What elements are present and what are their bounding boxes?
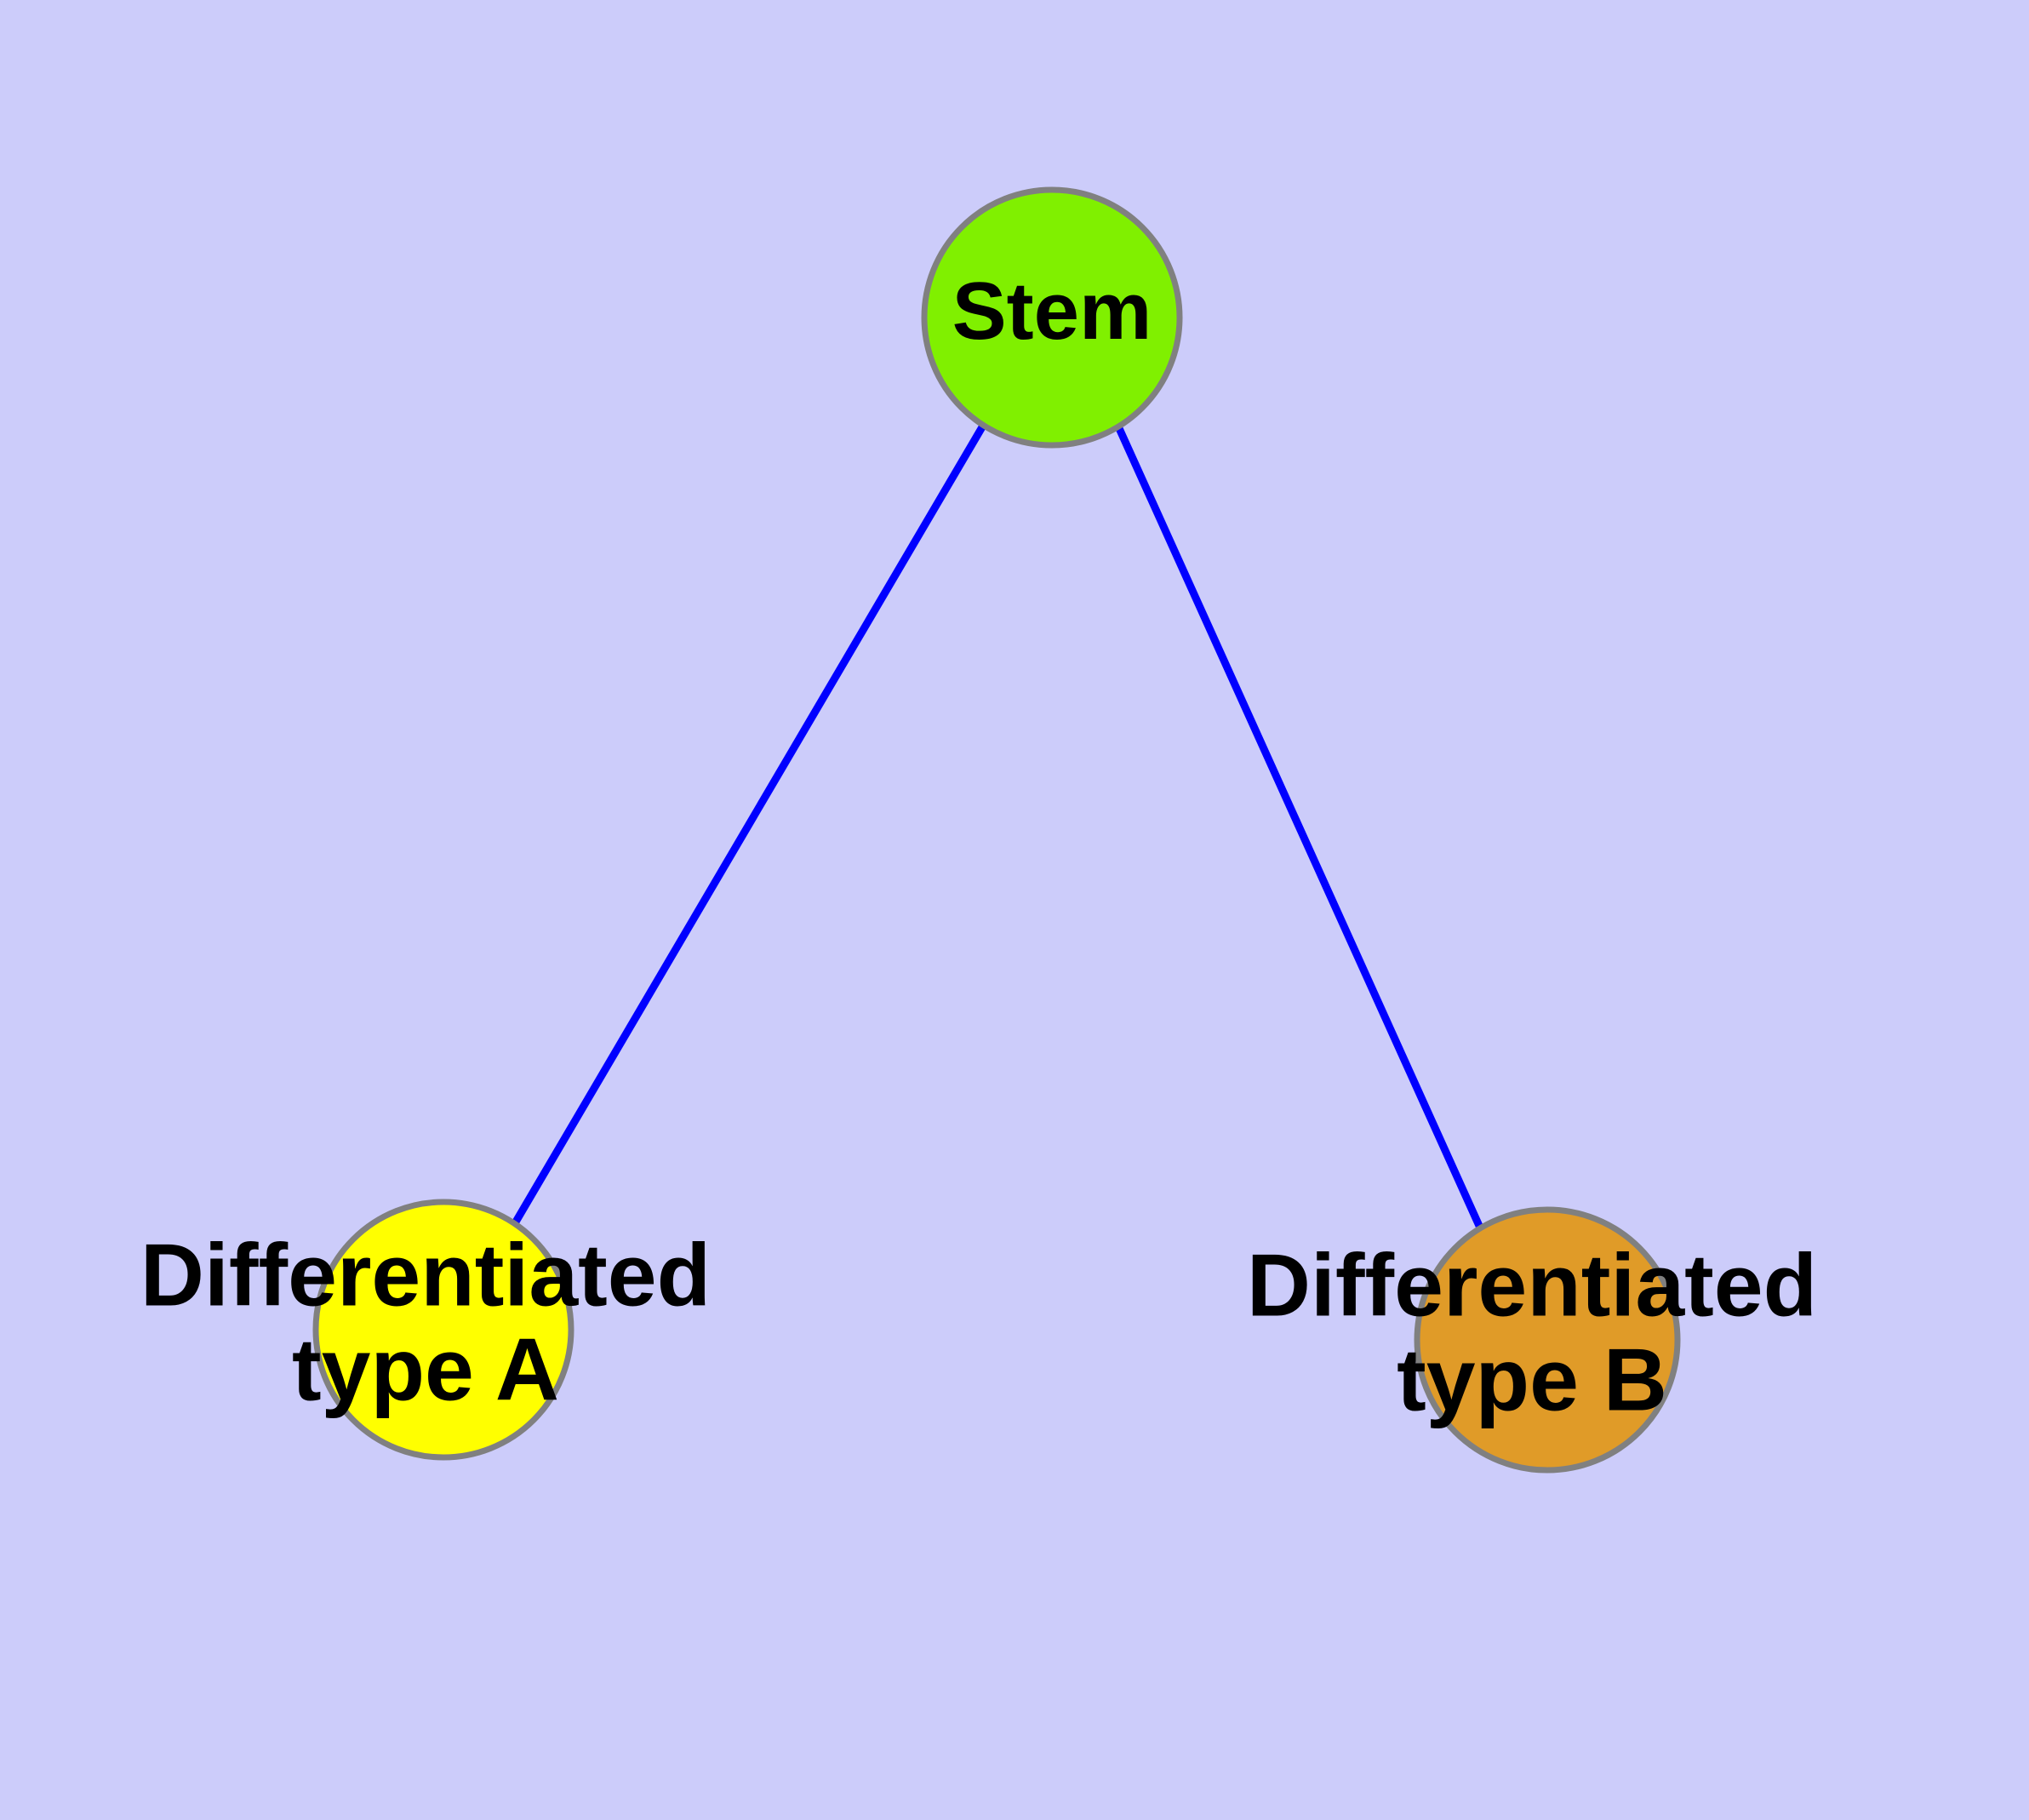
label-line: type B — [1397, 1331, 1667, 1430]
label-line: Differentiated — [140, 1227, 711, 1325]
label-line: Stem — [952, 266, 1152, 357]
label-line: type A — [292, 1321, 559, 1420]
edge-layer — [512, 423, 1483, 1228]
differentiated-type-a-node-circle[interactable] — [312, 1199, 574, 1461]
node-stem[interactable] — [921, 186, 1183, 449]
stem-node-circle[interactable] — [921, 186, 1183, 449]
differentiated-type-b-node-circle[interactable] — [1414, 1206, 1681, 1474]
node-differentiated-type-a[interactable] — [312, 1199, 574, 1461]
label-line: Differentiated — [1247, 1237, 1817, 1336]
edge-stem-to-differentiated-type-b[interactable] — [1114, 425, 1483, 1228]
node-differentiated-type-b[interactable] — [1414, 1206, 1681, 1474]
stem-node-label: Stem — [952, 266, 1152, 357]
edge-stem-to-differentiated-type-a[interactable] — [512, 423, 986, 1226]
node-layer — [312, 186, 1681, 1474]
